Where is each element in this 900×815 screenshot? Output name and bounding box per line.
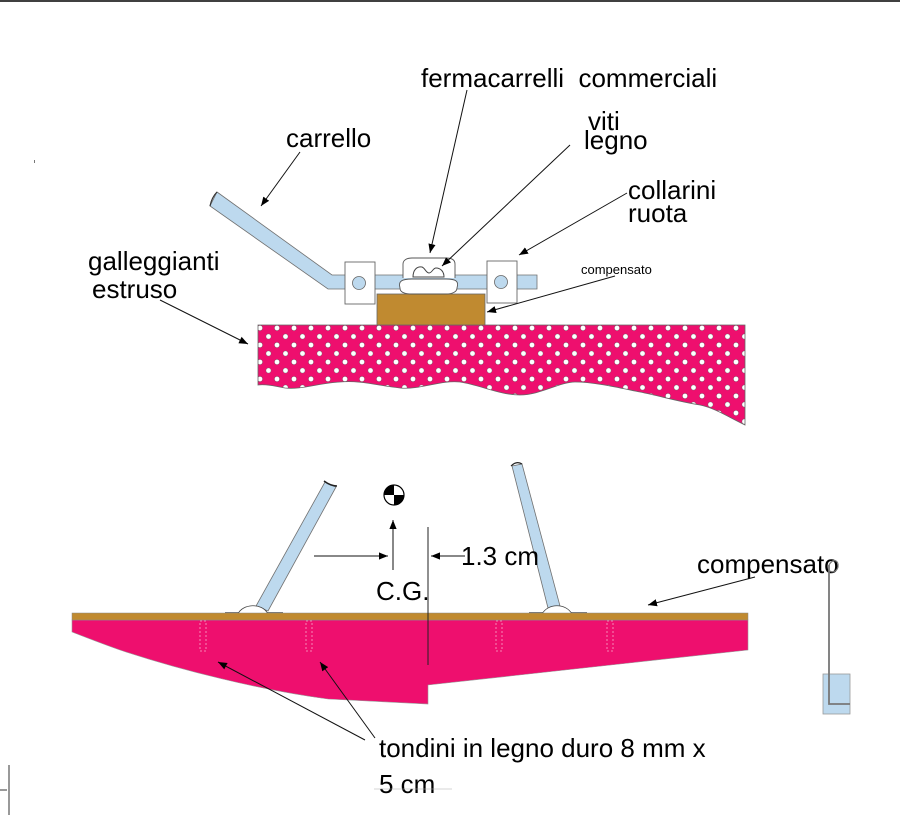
label-collarini-line1: collarini (628, 175, 716, 205)
label-carrello: carrello (286, 123, 371, 153)
foam-float (257, 324, 746, 426)
top-cross-section (209, 191, 746, 426)
dowel (606, 620, 614, 652)
label-galleggianti-line1: galleggianti (88, 246, 220, 276)
label-viti-line2: legno (584, 125, 648, 155)
top-leader-lines (159, 89, 628, 345)
float-hull (71, 619, 749, 705)
speck (34, 160, 35, 163)
leader-collarini (518, 192, 628, 256)
leader-galleggianti (159, 299, 249, 345)
label-offset: 1.3 cm (461, 541, 539, 571)
label-viti-line1: viti (588, 106, 620, 136)
cg-dimension (314, 520, 465, 570)
front-strut (255, 481, 337, 612)
plywood-block (376, 293, 486, 326)
hardwood-dowels (199, 620, 614, 652)
gear-clamp (399, 257, 458, 295)
label-tondini-line1: tondini in legno duro 8 mm x (379, 733, 706, 763)
plumb-gauge (822, 560, 851, 715)
label-galleggianti-line2: estruso (92, 274, 177, 304)
dowel (495, 620, 503, 652)
wheel-collar-right (486, 260, 518, 304)
plywood-deck (71, 612, 749, 621)
side-view (71, 462, 749, 705)
label-compensato-large: compensato (697, 549, 839, 579)
label-fermacarrelli: fermacarrelli commerciali (421, 63, 717, 93)
wheel-collar-left (344, 261, 376, 305)
leader-carrello (260, 151, 301, 207)
leader-fermacarrelli (428, 89, 468, 254)
leader-tondini-2 (319, 661, 376, 739)
label-collarini-line2: ruota (628, 198, 688, 228)
top-border (0, 0, 900, 2)
label-tondini-line2: 5 cm (379, 769, 435, 799)
center-of-gravity-icon (383, 484, 405, 506)
leader-compensato-large (647, 576, 756, 607)
dowel (199, 620, 207, 652)
rear-strut (511, 463, 561, 609)
leader-compensato-small (486, 275, 616, 314)
strut-cut-end (209, 191, 218, 207)
label-cg: C.G. (376, 576, 429, 606)
label-compensato-small: compensato (581, 262, 652, 277)
leader-tondini-1 (217, 661, 366, 741)
dowel (305, 620, 313, 652)
leader-viti (441, 144, 571, 267)
